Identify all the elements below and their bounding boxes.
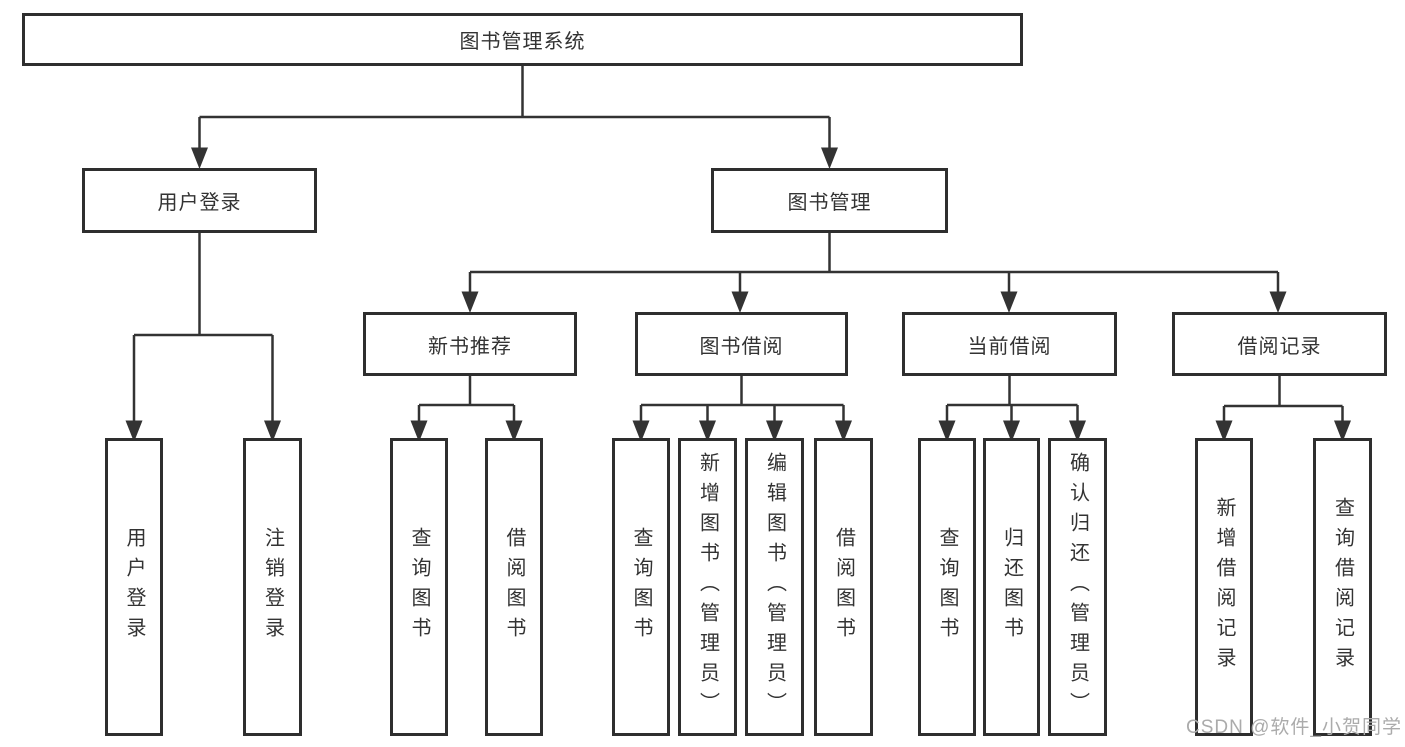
watermark: CSDN @软件_小贺同学 bbox=[1186, 717, 1402, 738]
leaf-cb-query-book: 查询图书 bbox=[918, 438, 976, 736]
leaf-cb-return-book-label: 归还图书 bbox=[1000, 527, 1023, 647]
leaf-cb-confirm-return-admin-label: 确认归还（管理员） bbox=[1066, 452, 1089, 722]
node-new-book-recommend: 新书推荐 bbox=[363, 312, 577, 376]
node-borrow-records-label: 借阅记录 bbox=[1237, 335, 1322, 358]
node-user-login-branch: 用户登录 bbox=[82, 168, 317, 233]
leaf-br-add-record-label: 新增借阅记录 bbox=[1213, 497, 1235, 677]
leaf-cb-return-book: 归还图书 bbox=[983, 438, 1040, 736]
leaf-nbr-query-book: 查询图书 bbox=[390, 438, 448, 736]
leaf-bb-borrow-book: 借阅图书 bbox=[814, 438, 873, 736]
leaf-nbr-borrow-book: 借阅图书 bbox=[485, 438, 543, 736]
arrowhead-icons bbox=[125, 147, 1351, 442]
leaf-br-add-record: 新增借阅记录 bbox=[1195, 438, 1253, 736]
leaf-bb-add-book-admin-label: 新增图书（管理员） bbox=[696, 452, 719, 722]
leaf-br-query-record-label: 查询借阅记录 bbox=[1331, 497, 1354, 677]
leaf-logout: 注销登录 bbox=[243, 438, 302, 736]
node-new-book-recommend-label: 新书推荐 bbox=[428, 335, 512, 358]
leaf-user-login: 用户登录 bbox=[105, 438, 163, 736]
leaf-bb-borrow-book-label: 借阅图书 bbox=[832, 527, 855, 647]
node-book-management: 图书管理 bbox=[711, 168, 948, 233]
leaf-bb-query-book-label: 查询图书 bbox=[630, 527, 652, 647]
node-book-borrow-label: 图书借阅 bbox=[699, 335, 784, 358]
leaf-logout-label: 注销登录 bbox=[261, 527, 284, 647]
leaf-nbr-query-book-label: 查询图书 bbox=[408, 527, 430, 647]
leaf-user-login-label: 用户登录 bbox=[123, 527, 145, 647]
leaf-cb-query-book-label: 查询图书 bbox=[936, 527, 958, 647]
node-book-borrow: 图书借阅 bbox=[635, 312, 848, 376]
node-borrow-records: 借阅记录 bbox=[1172, 312, 1387, 376]
node-user-login-branch-label: 用户登录 bbox=[157, 192, 242, 214]
leaf-bb-edit-book-admin: 编辑图书（管理员） bbox=[745, 438, 804, 736]
leaf-nbr-borrow-book-label: 借阅图书 bbox=[503, 527, 525, 647]
node-current-borrow: 当前借阅 bbox=[902, 312, 1117, 376]
connector-lines bbox=[132, 66, 1344, 422]
node-book-management-label: 图书管理 bbox=[787, 192, 872, 214]
leaf-cb-confirm-return-admin: 确认归还（管理员） bbox=[1048, 438, 1107, 736]
node-root-label: 图书管理系统 bbox=[459, 31, 586, 53]
leaf-bb-add-book-admin: 新增图书（管理员） bbox=[678, 438, 737, 736]
leaf-bb-query-book: 查询图书 bbox=[612, 438, 670, 736]
leaf-br-query-record: 查询借阅记录 bbox=[1313, 438, 1372, 736]
leaf-bb-edit-book-admin-label: 编辑图书（管理员） bbox=[763, 452, 786, 722]
node-root: 图书管理系统 bbox=[22, 13, 1023, 66]
node-current-borrow-label: 当前借阅 bbox=[967, 335, 1052, 358]
